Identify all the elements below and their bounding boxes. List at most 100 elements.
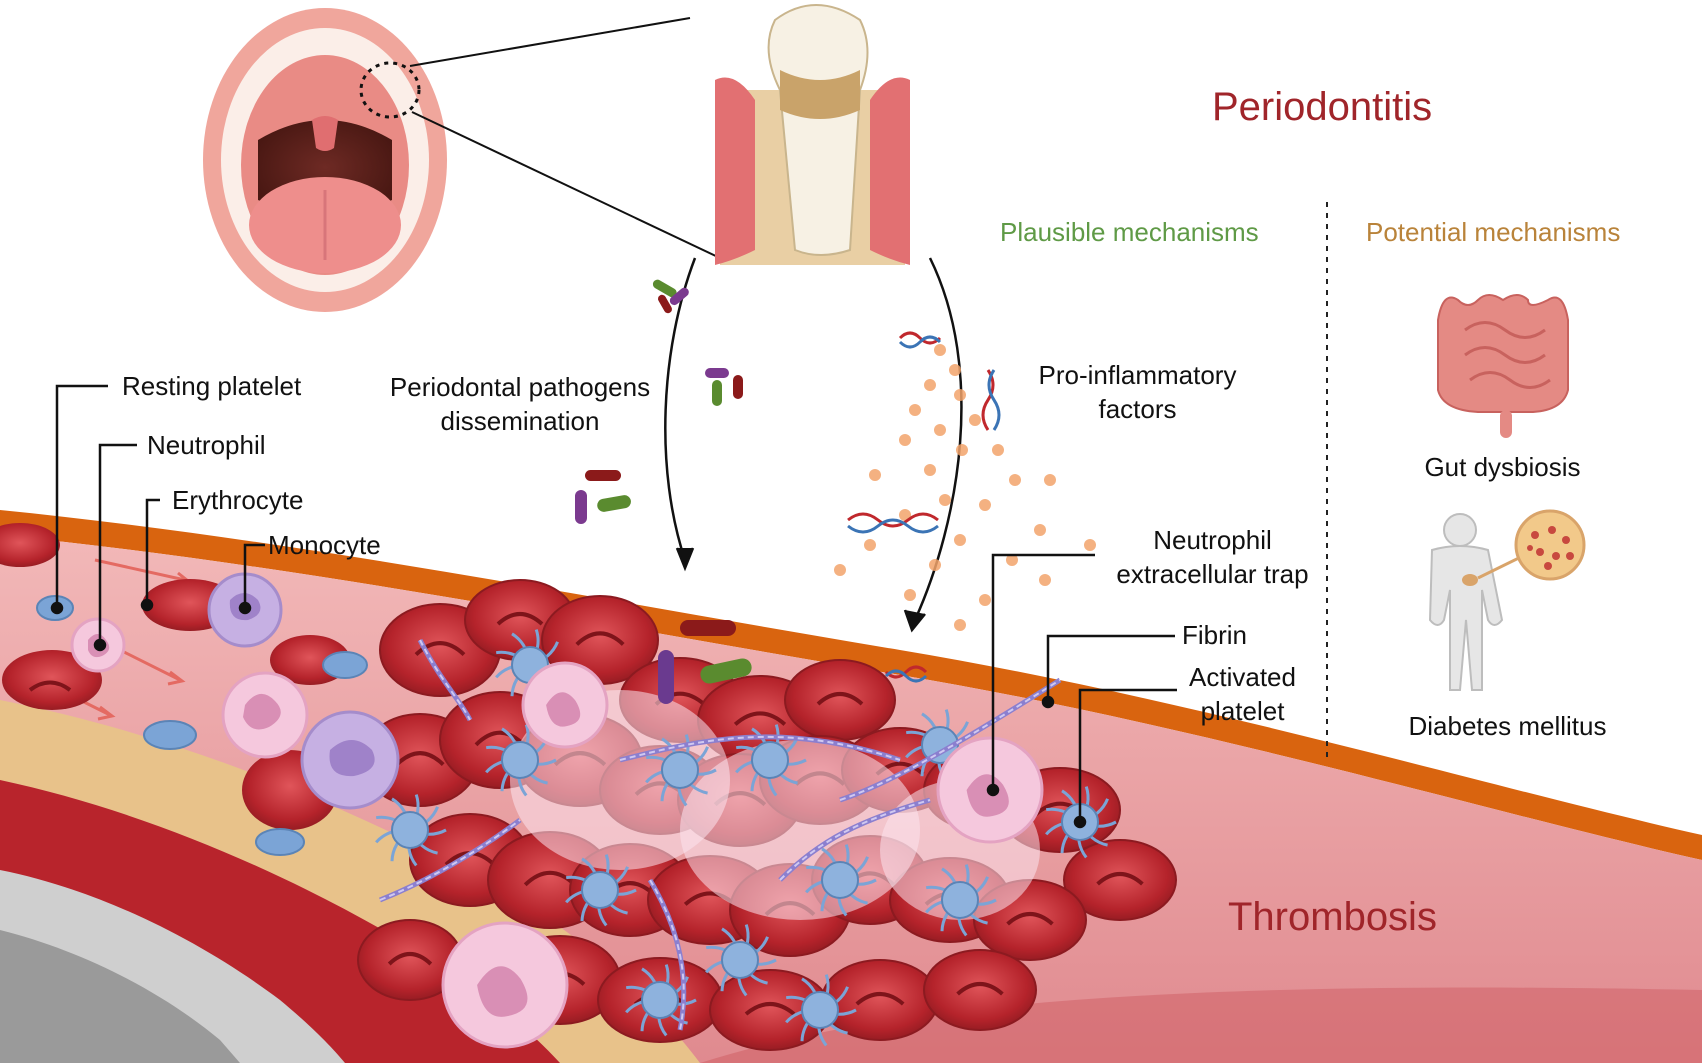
activated-platelet-leader bbox=[1078, 688, 1177, 822]
bacterium bbox=[700, 658, 752, 684]
label-monocyte: Monocyte bbox=[268, 530, 381, 560]
inflammatory-factor-dot bbox=[934, 424, 946, 436]
activated-platelet bbox=[785, 974, 857, 1047]
periodontitis-title: Periodontitis bbox=[1212, 85, 1433, 129]
free-cells bbox=[0, 523, 400, 856]
inflammatory-factor-dot bbox=[969, 414, 981, 426]
activated-platelet bbox=[925, 864, 997, 937]
bacterium bbox=[733, 375, 743, 399]
inflammatory-factor-dot bbox=[979, 594, 991, 606]
bacterium bbox=[680, 620, 736, 636]
dna-strands bbox=[847, 331, 1001, 683]
plaque bbox=[780, 70, 860, 119]
erythrocyte bbox=[923, 949, 1037, 1031]
erythrocyte-fold bbox=[956, 982, 1004, 996]
zoom-circle bbox=[359, 61, 421, 119]
human-body-icon bbox=[1428, 509, 1586, 691]
platelet-body bbox=[821, 861, 859, 899]
inflammatory-factor-dot bbox=[924, 464, 936, 476]
neutrophil-nucleus bbox=[546, 692, 581, 727]
tooth-illustration bbox=[715, 4, 910, 265]
resting-platelet bbox=[143, 720, 197, 750]
fibrin-strand-twist bbox=[379, 819, 521, 901]
erythrocyte bbox=[2, 650, 102, 710]
activated-platelet bbox=[565, 854, 637, 927]
inflammatory-factor-dot bbox=[924, 379, 936, 391]
inflammatory-factor-dot bbox=[869, 469, 881, 481]
label-proinflammatory-line2: factors bbox=[1098, 394, 1177, 424]
platelet-body bbox=[941, 881, 979, 919]
label-gut-dysbiosis: Gut dysbiosis bbox=[1424, 452, 1581, 482]
label-neutrophil: Neutrophil bbox=[147, 430, 266, 460]
label-dissemination: Periodontal pathogens dissemination bbox=[370, 370, 670, 438]
inflammatory-factor-dot bbox=[834, 564, 846, 576]
inflammatory-factor-dot bbox=[909, 404, 921, 416]
inflammatory-factor-dot bbox=[1006, 554, 1018, 566]
inflammatory-factor-dot bbox=[1009, 474, 1021, 486]
gingiva-left bbox=[715, 77, 755, 265]
inflammatory-factor-dot bbox=[979, 499, 991, 511]
erythrocyte-fold bbox=[855, 992, 905, 1006]
platelet-body bbox=[801, 991, 839, 1029]
erythrocyte bbox=[1063, 839, 1177, 921]
inflammatory-factor-dot bbox=[1084, 539, 1096, 551]
bacterium bbox=[575, 490, 587, 524]
inflammatory-factor-dot bbox=[992, 444, 1004, 456]
label-net: Neutrophil extracellular trap bbox=[1100, 523, 1325, 591]
inflammatory-factor-dot bbox=[864, 539, 876, 551]
inflammatory-factor-dot bbox=[956, 444, 968, 456]
label-net-line2: extracellular trap bbox=[1116, 559, 1309, 589]
erythrocyte-fold bbox=[1006, 912, 1054, 926]
activated-platelet bbox=[645, 734, 717, 807]
pro-inflammatory-dots bbox=[834, 344, 1096, 631]
inflammatory-factor-dot bbox=[954, 619, 966, 631]
inflammatory-factor-dot bbox=[1034, 524, 1046, 536]
activated-platelet bbox=[375, 794, 447, 867]
inflammatory-factor-dot bbox=[949, 364, 961, 376]
platelet-body bbox=[721, 941, 759, 979]
erythrocyte-fold bbox=[744, 1002, 796, 1016]
erythrocyte-fold bbox=[387, 952, 433, 966]
inflammatory-factor-dot bbox=[1039, 574, 1051, 586]
potential-mechanisms-heading: Potential mechanisms bbox=[1366, 217, 1621, 247]
bacterium bbox=[658, 650, 674, 704]
erythrocyte-fold bbox=[733, 711, 787, 726]
erythrocyte-fold bbox=[414, 641, 466, 657]
net-haze bbox=[680, 740, 920, 920]
thrombus bbox=[357, 579, 1177, 1051]
neutrophil-nucleus bbox=[477, 966, 528, 1017]
label-activated-line1: Activated bbox=[1189, 662, 1296, 692]
inflammatory-factor-dot bbox=[899, 434, 911, 446]
label-activated-platelet: Activated platelet bbox=[1175, 660, 1310, 728]
platelet-body bbox=[661, 751, 699, 789]
plausible-mechanisms-heading: Plausible mechanisms bbox=[1000, 217, 1259, 247]
inflammatory-factor-dot bbox=[904, 589, 916, 601]
fibrin-strand bbox=[778, 797, 931, 882]
bacterium bbox=[705, 368, 729, 378]
label-net-line1: Neutrophil bbox=[1153, 525, 1272, 555]
platelet-body bbox=[501, 741, 539, 779]
erythrocyte bbox=[0, 523, 60, 567]
label-activated-line2: platelet bbox=[1200, 696, 1285, 726]
bacterium bbox=[652, 279, 677, 298]
bacteria bbox=[575, 279, 752, 704]
label-dissemination-line1: Periodontal pathogens bbox=[389, 372, 651, 402]
erythrocyte-leader bbox=[145, 498, 160, 605]
neutrophil-leader bbox=[98, 443, 137, 645]
platelet-body bbox=[391, 811, 429, 849]
thrombosis-title: Thrombosis bbox=[1228, 895, 1437, 939]
fibrin-strand-twist bbox=[419, 639, 471, 721]
activated-platelet bbox=[735, 724, 807, 797]
bacterium bbox=[658, 294, 672, 314]
dissemination-arrows bbox=[664, 257, 963, 633]
fibrin-strand-twist bbox=[649, 879, 685, 1031]
inflammatory-factor-dot bbox=[934, 344, 946, 356]
erythrocyte-fold bbox=[575, 631, 625, 646]
factors-arrow-head bbox=[903, 609, 926, 633]
bacterium bbox=[712, 380, 722, 406]
platelet-body bbox=[751, 741, 789, 779]
label-diabetes: Diabetes mellitus bbox=[1408, 711, 1607, 741]
erythrocyte-fold bbox=[395, 751, 445, 767]
net-leader bbox=[991, 553, 1095, 790]
